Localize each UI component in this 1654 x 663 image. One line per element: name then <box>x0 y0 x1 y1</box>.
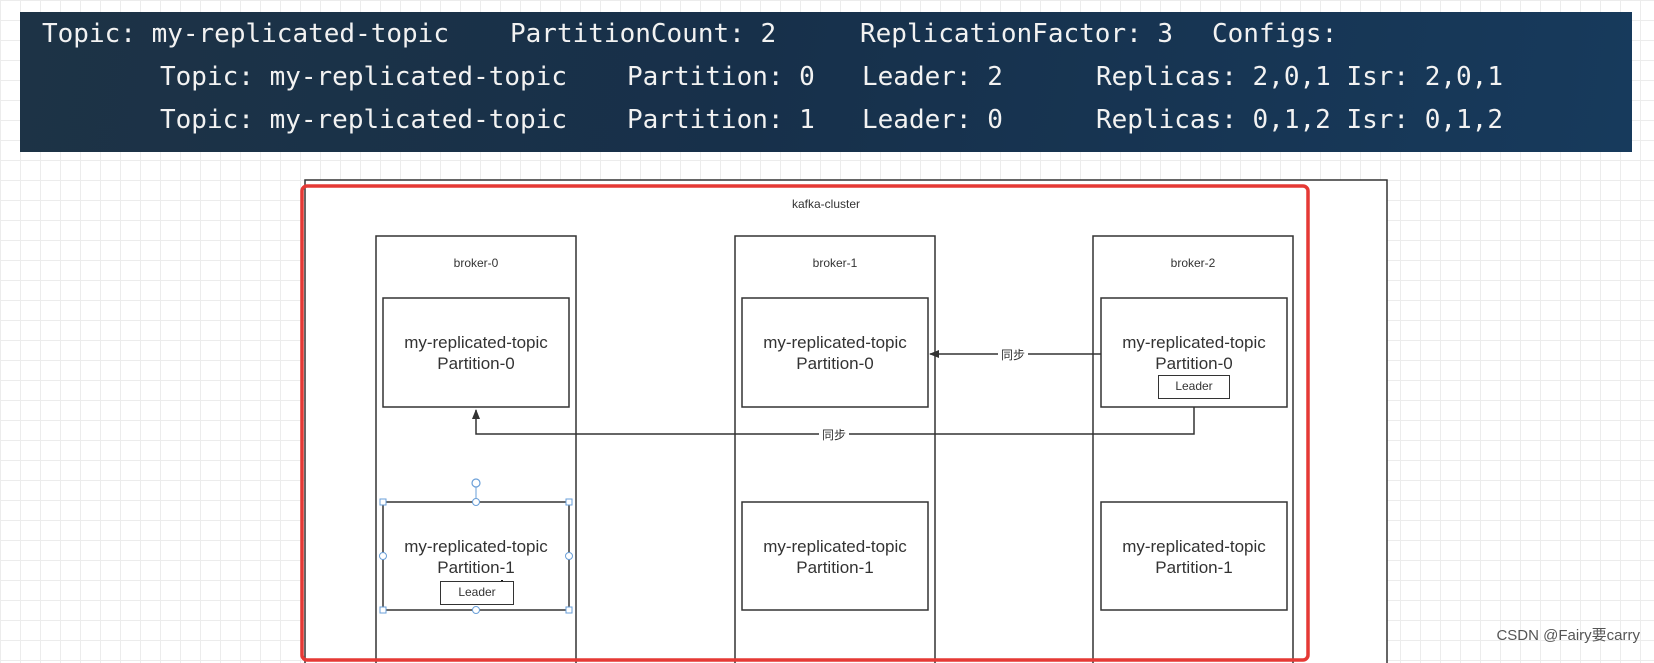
rotate-handle[interactable] <box>471 478 481 488</box>
broker-1-partition-0-box[interactable] <box>741 297 929 408</box>
topic-name: my-replicated-topic <box>404 333 548 352</box>
csdn-watermark: CSDN @Fairy要carry <box>1496 627 1640 644</box>
broker-2-partition-0-text: my-replicated-topic Partition-0 <box>1101 332 1287 374</box>
partition-topic-text: Topic: my-replicated-topic <box>160 105 567 135</box>
broker-0-partition-0-box[interactable] <box>382 297 570 408</box>
broker-1-partition-1-box[interactable] <box>741 501 929 611</box>
terminal-output: Topic: my-replicated-topic PartitionCoun… <box>20 12 1632 152</box>
partition-name: Partition-0 <box>437 354 515 373</box>
broker-2-column[interactable] <box>1092 235 1294 663</box>
partition-name: Partition-0 <box>796 354 874 373</box>
red-highlight-frame <box>300 184 1310 662</box>
partition-leader-text: Leader: 2 <box>862 62 1003 92</box>
broker-0-partition-0-text: my-replicated-topic Partition-0 <box>383 332 569 374</box>
topic-name: my-replicated-topic <box>1122 333 1266 352</box>
broker-2-leader-tag[interactable]: Leader <box>1158 375 1230 399</box>
topic-name: my-replicated-topic <box>1122 537 1266 556</box>
partition-count-text: PartitionCount: 2 <box>510 19 777 49</box>
partition-number-text: Partition: 1 <box>627 105 815 135</box>
broker-2-partition-1-text: my-replicated-topic Partition-1 <box>1101 536 1287 578</box>
partition-name: Partition-1 <box>1155 558 1233 577</box>
broker-0-label: broker-0 <box>453 256 499 270</box>
broker-0-column[interactable] <box>375 235 577 663</box>
selection-handles[interactable] <box>379 478 573 614</box>
topic-name: my-replicated-topic <box>404 537 548 556</box>
broker-1-partition-1-text: my-replicated-topic Partition-1 <box>742 536 928 578</box>
broker-0-leader-tag[interactable]: Leader <box>440 581 514 605</box>
broker-1-partition-0-text: my-replicated-topic Partition-0 <box>742 332 928 374</box>
broker-0-partition-1-text: my-replicated-topic Partition-1 <box>383 536 569 578</box>
broker-1-label: broker-1 <box>812 256 858 270</box>
configs-text: Configs: <box>1212 19 1338 49</box>
partition-name: Partition-0 <box>1155 354 1233 373</box>
partition-leader-text: Leader: 0 <box>862 105 1003 135</box>
cluster-label: kafka-cluster <box>791 197 861 211</box>
partition-name: Partition-1 <box>437 558 515 577</box>
broker-2-label: broker-2 <box>1170 256 1216 270</box>
sync-label-top: 同步 <box>998 346 1029 363</box>
broker-2-partition-1-box[interactable] <box>1100 501 1288 611</box>
topic-name: my-replicated-topic <box>763 537 907 556</box>
topic-name: my-replicated-topic <box>763 333 907 352</box>
partition-name: Partition-1 <box>796 558 874 577</box>
sync-label-bottom: 同步 <box>819 426 850 443</box>
partition-replicas-isr-text: Replicas: 0,1,2 Isr: 0,1,2 <box>1096 105 1503 135</box>
partition-replicas-isr-text: Replicas: 2,0,1 Isr: 2,0,1 <box>1096 62 1503 92</box>
partition-topic-text: Topic: my-replicated-topic <box>160 62 567 92</box>
partition-number-text: Partition: 0 <box>627 62 815 92</box>
broker-1-column[interactable] <box>734 235 936 663</box>
topic-name-text: Topic: my-replicated-topic <box>42 19 449 49</box>
replication-factor-text: ReplicationFactor: 3 <box>860 19 1174 49</box>
